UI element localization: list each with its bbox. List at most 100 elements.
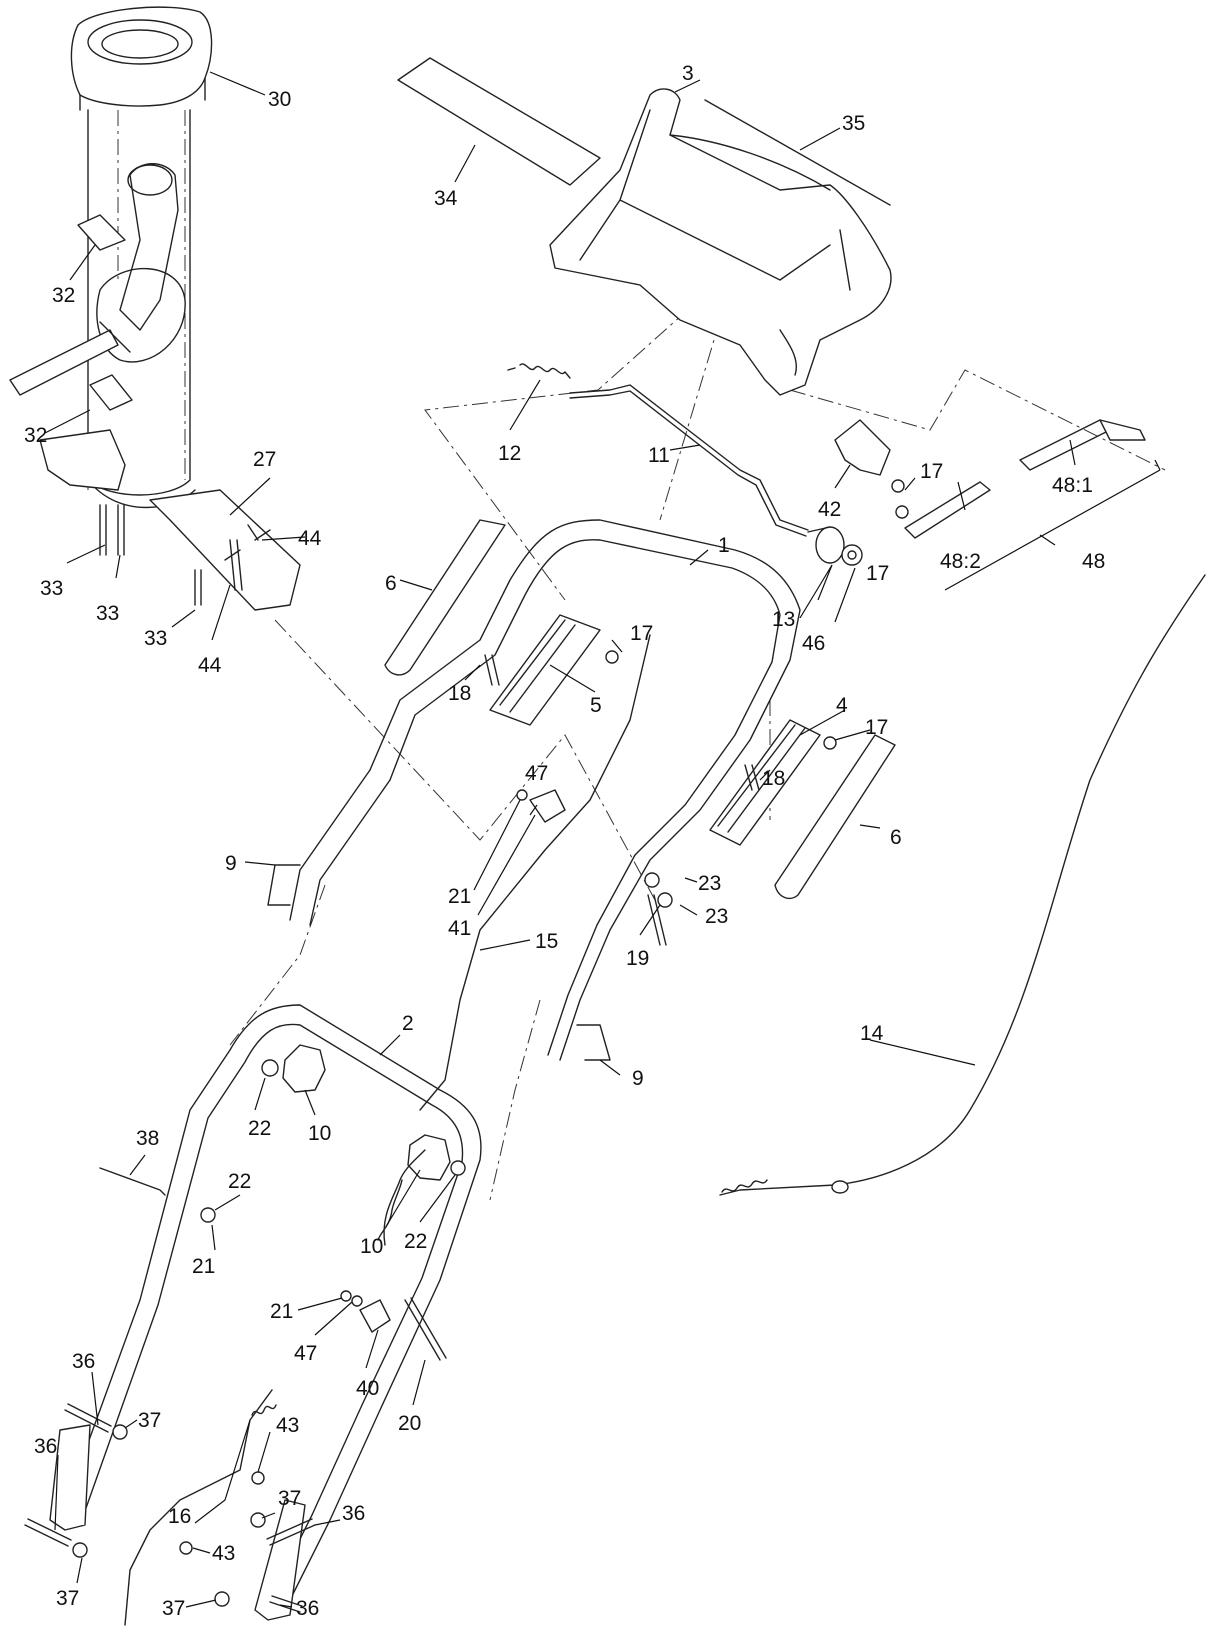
callout-43-a: 43: [276, 1414, 299, 1437]
cable-15: [419, 634, 651, 1111]
upper-handle-frame: [289, 519, 801, 1061]
callout-22-b: 22: [228, 1170, 251, 1193]
callout-37-c: 37: [56, 1587, 79, 1610]
callout-9-b: 9: [632, 1067, 644, 1090]
callout-21-b: 21: [192, 1255, 215, 1278]
callout-3: 3: [682, 62, 694, 85]
callout-48-1: 48:1: [1052, 474, 1093, 497]
decal-strip: [704, 99, 891, 206]
callout-30: 30: [268, 88, 291, 111]
phantom-lines: [87, 110, 1166, 1201]
callout-17-b: 17: [866, 562, 889, 585]
callout-17-a: 17: [920, 460, 943, 483]
callout-34: 34: [434, 187, 458, 210]
roller-13: [807, 526, 845, 564]
callout-33-a: 33: [40, 577, 63, 600]
callout-35: 35: [842, 112, 865, 135]
lower-handle-ends: [49, 1424, 306, 1621]
callout-5: 5: [590, 694, 602, 717]
chute-bolts: [99, 504, 259, 606]
callout-4: 4: [836, 694, 848, 717]
callout-10-b: 10: [360, 1235, 383, 1258]
callout-32-upper: 32: [52, 284, 75, 307]
callout-44-b: 44: [198, 654, 222, 677]
spring-12: [507, 363, 571, 379]
decal-panel: [397, 57, 601, 186]
screws-17: [605, 479, 909, 750]
callout-12: 12: [498, 442, 521, 465]
pins-18: [484, 654, 760, 791]
callout-22-a: 22: [248, 1117, 271, 1140]
callout-32-lower: 32: [24, 424, 47, 447]
chute-brackets: [39, 214, 301, 611]
chute-crank: [9, 163, 186, 396]
callout-11: 11: [648, 444, 670, 467]
callout-18-b: 18: [762, 767, 785, 790]
handle-sleeves: [384, 519, 896, 900]
callout-44-a: 44: [298, 527, 322, 550]
tube-48-2: [904, 481, 991, 539]
callout-10-a: 10: [308, 1122, 331, 1145]
callout-42: 42: [818, 498, 841, 521]
callout-33-b: 33: [96, 602, 119, 625]
callout-46: 46: [802, 632, 825, 655]
callout-33-c: 33: [144, 627, 167, 650]
callout-23-a: 23: [698, 872, 721, 895]
callout-16: 16: [168, 1505, 191, 1528]
callout-36-b: 36: [34, 1435, 57, 1458]
callout-2: 2: [402, 1012, 414, 1035]
washers-22: [200, 1059, 466, 1223]
spring-cable-10: [377, 1149, 426, 1246]
knobs-10: [282, 1044, 451, 1181]
callout-20: 20: [398, 1412, 421, 1435]
callout-27: 27: [253, 448, 276, 471]
callout-37-a: 37: [138, 1409, 161, 1432]
callout-48: 48: [1082, 550, 1105, 573]
callout-6-a: 6: [385, 572, 397, 595]
wire-48-1: [1019, 419, 1146, 471]
callout-9-a: 9: [225, 852, 237, 875]
callout-37-d: 37: [162, 1597, 185, 1620]
callout-41: 41: [448, 917, 471, 940]
callout-18-a: 18: [448, 682, 471, 705]
bracket-4: [709, 719, 821, 846]
callout-17-c: 17: [630, 622, 653, 645]
nuts-37: [72, 1424, 266, 1607]
callout-14: 14: [860, 1022, 884, 1045]
callout-15: 15: [535, 930, 558, 953]
upper-handle-console: [549, 88, 892, 396]
callout-37-b: 37: [278, 1487, 301, 1510]
callout-47-a: 47: [525, 762, 548, 785]
rod-11: [569, 384, 809, 537]
callout-23-b: 23: [705, 905, 728, 928]
callout-48-2: 48:2: [940, 550, 981, 573]
pin-38: [99, 1167, 166, 1196]
bracket-42: [834, 419, 891, 476]
cable-guide-40: [340, 1290, 391, 1333]
callout-43-b: 43: [212, 1542, 235, 1565]
nuts-43: [179, 1471, 265, 1555]
hooks-9: [267, 864, 611, 1061]
hardware-23-19: [644, 872, 673, 946]
callout-labels: 30 3 35 34 32 32 12 11 17 48:1 42 27 44 …: [24, 62, 1105, 1620]
callout-36-c: 36: [342, 1502, 365, 1525]
callout-13: 13: [772, 608, 795, 631]
callout-21-c: 21: [270, 1300, 293, 1323]
callout-40: 40: [356, 1377, 379, 1400]
callout-36-a: 36: [72, 1350, 95, 1373]
callout-6-b: 6: [890, 826, 902, 849]
leader-lines: [44, 71, 1161, 1608]
callout-1: 1: [718, 534, 730, 557]
cable-guide-41: [516, 789, 566, 823]
cable-14: [719, 574, 1206, 1196]
callout-19: 19: [626, 947, 649, 970]
callout-47-b: 47: [294, 1342, 317, 1365]
callout-21-a: 21: [448, 885, 471, 908]
bolts-36: [24, 1403, 316, 1613]
bolt-20: [404, 1297, 447, 1361]
callout-36-d: 36: [296, 1597, 319, 1620]
chute-deflector-cap: [70, 6, 213, 111]
bracket-5: [489, 614, 601, 726]
